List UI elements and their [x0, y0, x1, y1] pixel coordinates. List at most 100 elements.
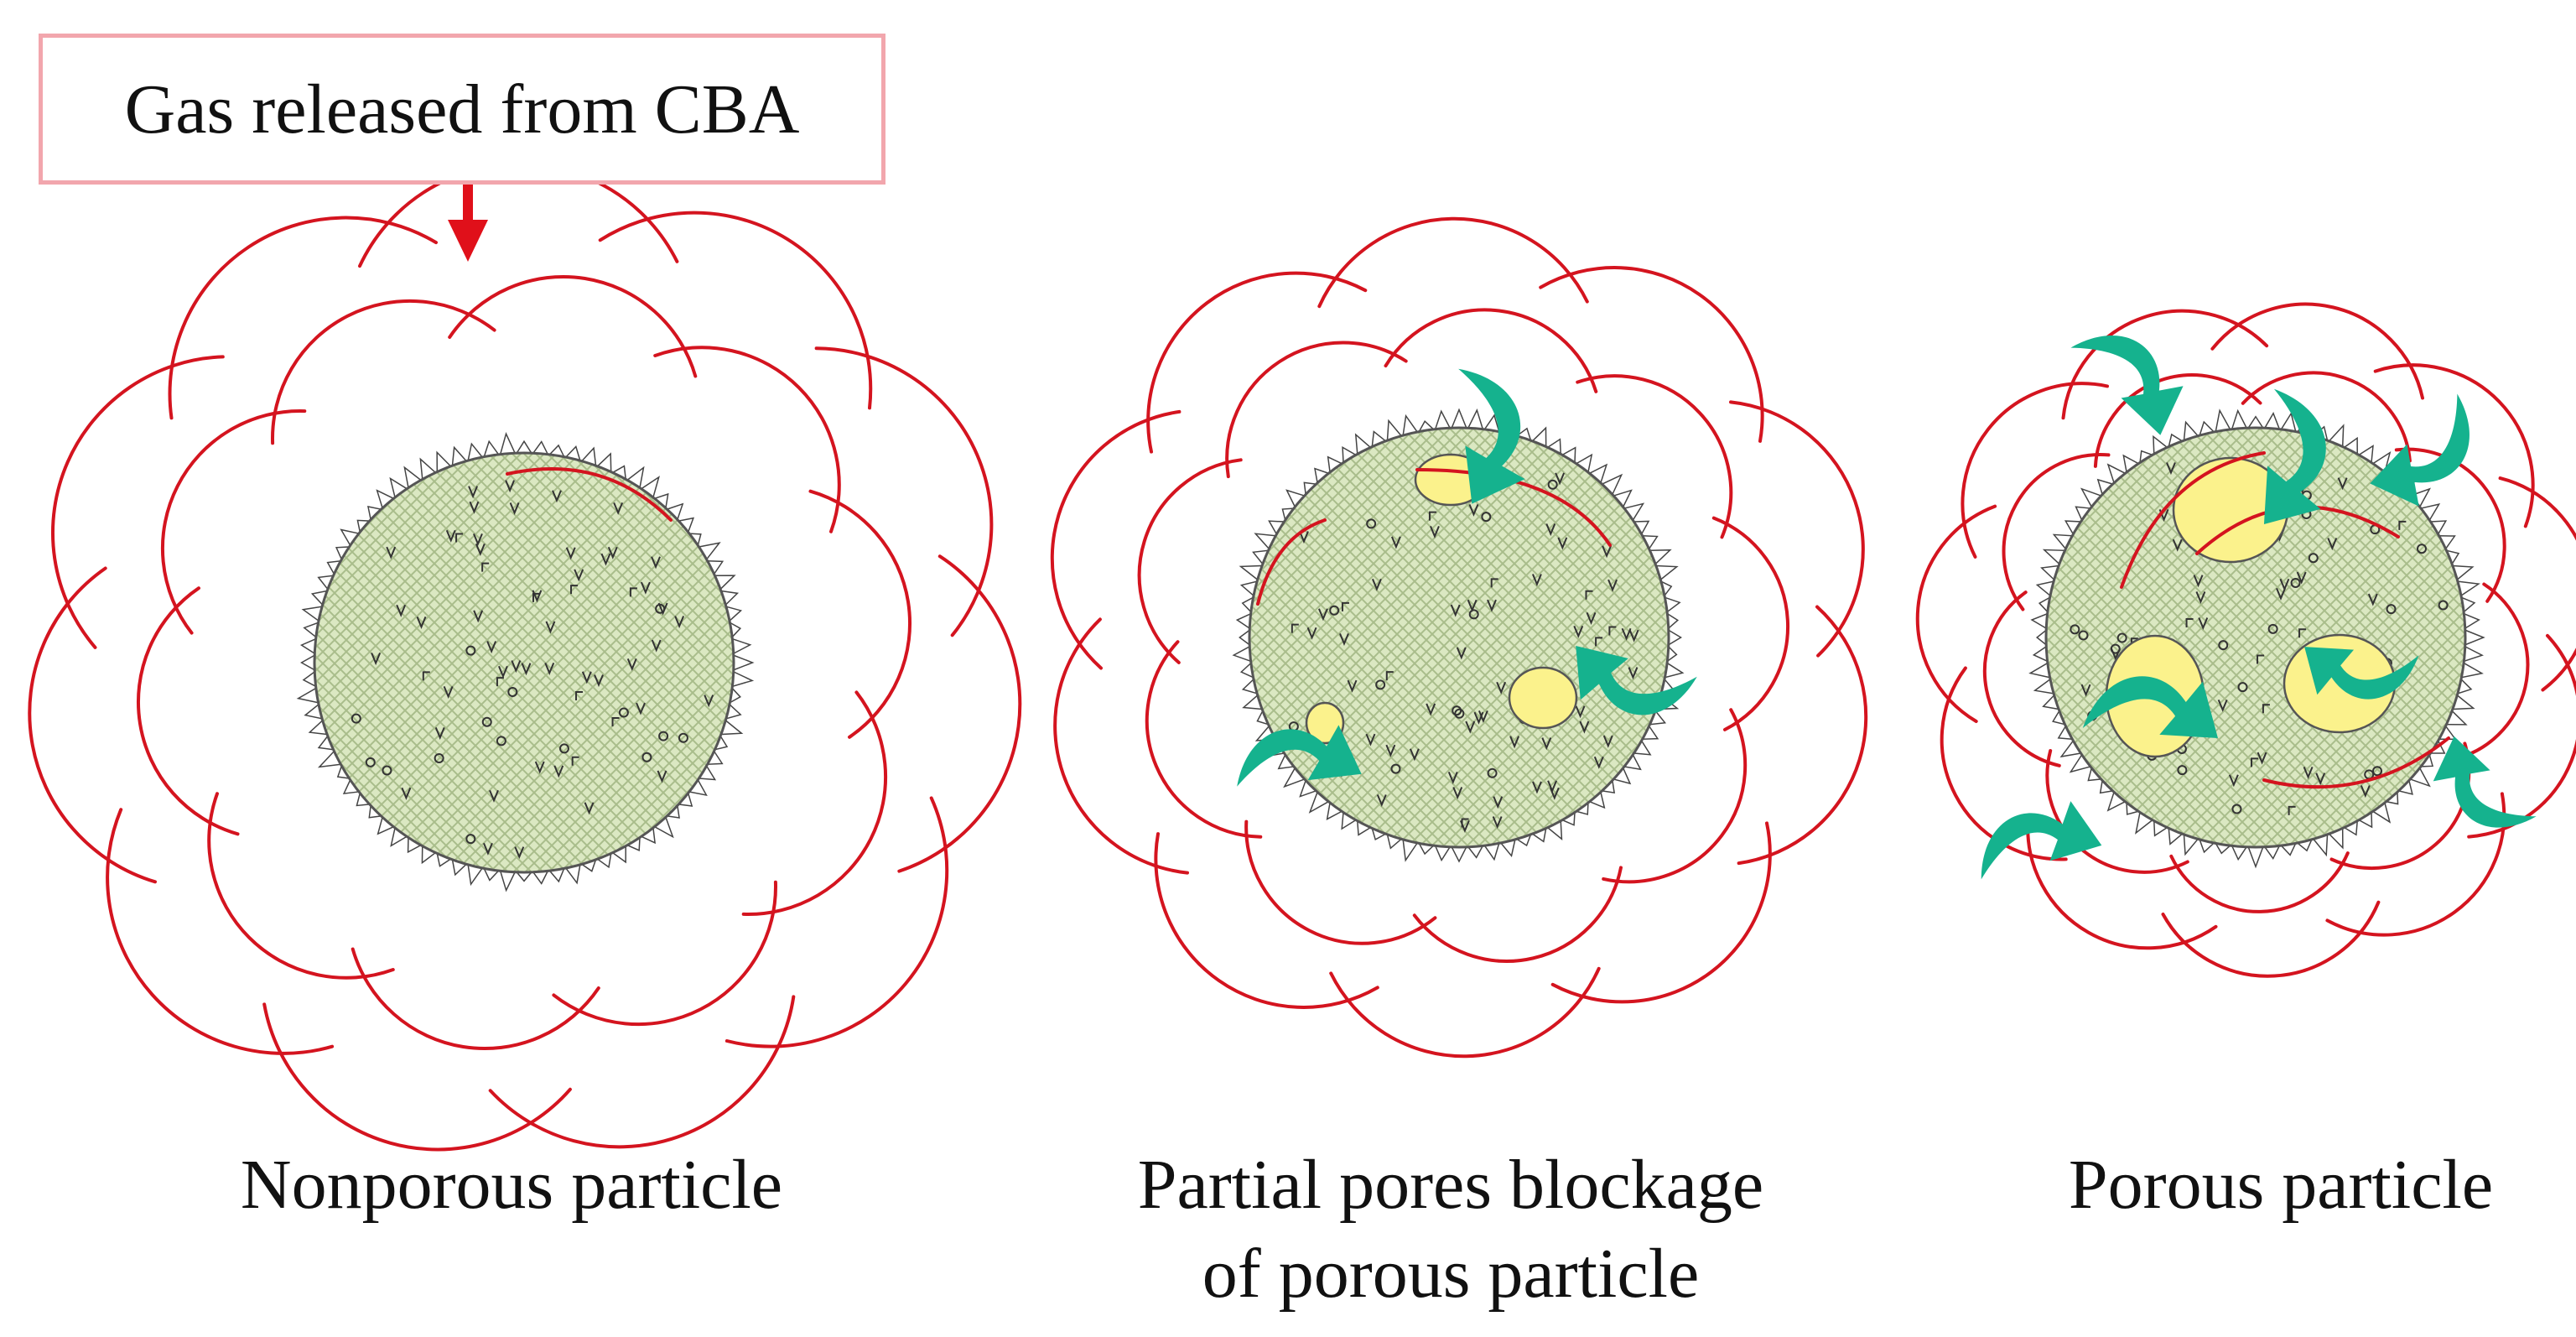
particle-mark	[1428, 511, 1436, 521]
particle-mark	[1341, 601, 1349, 611]
particle-mark	[489, 789, 499, 803]
caption-line: Partial pores blockage	[1137, 1146, 1764, 1224]
particle-spike	[1451, 408, 1467, 429]
particle-mark	[396, 604, 407, 617]
particle-mark	[1447, 771, 1458, 784]
particle-mark	[1375, 679, 1386, 690]
gas-line	[488, 995, 796, 1149]
particle-spike	[1434, 409, 1452, 430]
gas-line	[1737, 605, 1868, 866]
particle-mark	[416, 616, 427, 629]
gas-line	[136, 586, 240, 836]
caption-line: Nonporous particle	[240, 1146, 783, 1224]
particle-mark	[2111, 648, 2121, 661]
particle-mark	[473, 533, 483, 547]
gas-line	[2373, 363, 2535, 528]
particle-mark	[2372, 766, 2383, 777]
particle-mark	[468, 486, 478, 499]
curved-teal-arrow-icon	[2433, 736, 2537, 828]
particle-mark	[1468, 609, 1479, 620]
particle-spike	[1239, 628, 1250, 647]
particle-mark	[2398, 520, 2407, 530]
gas-line	[262, 1002, 572, 1152]
particle-marks	[1288, 472, 1639, 833]
particle-mark	[2250, 757, 2258, 767]
particle-mark	[1452, 787, 1463, 800]
gas-line	[2241, 371, 2412, 463]
gas-line-inner	[2120, 451, 2266, 589]
panel-partial-blockage	[1050, 216, 1868, 1059]
particle-mark	[2193, 575, 2204, 588]
particle-mark	[1390, 536, 1401, 549]
particle-mark	[521, 663, 532, 676]
particle-mark	[514, 846, 525, 860]
particle-mark	[2185, 617, 2194, 627]
gas-line	[351, 947, 600, 1051]
gas-line	[2454, 582, 2530, 761]
gas-line	[28, 566, 157, 884]
particle-mark	[1390, 763, 1401, 774]
particle-mark	[704, 695, 714, 708]
particle-spike	[515, 440, 533, 454]
particle-mark	[1602, 735, 1613, 748]
particle-spike	[1668, 628, 1683, 647]
caption-line: of porous particle	[1202, 1235, 1700, 1313]
gas-line	[448, 274, 698, 378]
particle-mark	[1545, 523, 1556, 537]
particle-mark	[1585, 590, 1593, 600]
particle-mark	[1481, 512, 1492, 523]
curved-teal-arrow-icon	[2370, 393, 2470, 507]
callout-arrow	[448, 185, 488, 262]
particle-mark	[1490, 578, 1498, 588]
curved-teal-arrow-icon	[2304, 647, 2419, 700]
particle-mark	[1575, 705, 1586, 719]
particle-mark	[1487, 599, 1497, 612]
particle-mark	[1385, 671, 1394, 681]
particle-mark	[1593, 756, 1604, 769]
particle-mark	[2217, 699, 2228, 712]
particle-mark	[678, 732, 688, 743]
particle-mark	[607, 546, 618, 559]
particle-mark	[1579, 721, 1590, 734]
particle-mark	[1339, 633, 1349, 647]
particle-mark	[544, 662, 555, 675]
gas-line	[598, 211, 873, 410]
particle-mark	[534, 761, 545, 774]
particle-mark	[2262, 704, 2270, 714]
particle-mark	[2228, 774, 2239, 788]
curved-teal-arrow-icon	[1981, 801, 2102, 880]
particle-mark	[401, 787, 412, 800]
gas-line	[2498, 476, 2576, 692]
particle-mark	[483, 842, 493, 856]
particle-mark	[473, 610, 484, 623]
particle-spike	[1451, 846, 1467, 863]
particle-mark	[636, 702, 646, 715]
particle-mark	[386, 546, 397, 559]
particle-mark	[2198, 617, 2209, 631]
particle-mark	[2070, 624, 2080, 635]
particle-mark	[1385, 744, 1396, 757]
particle-spike	[733, 654, 755, 671]
particle-mark	[1306, 627, 1317, 640]
particle-mark	[2078, 630, 2089, 641]
particle-mark	[674, 616, 685, 629]
particle-mark	[1492, 816, 1503, 830]
particle-spike	[731, 637, 752, 655]
particle-mark	[2327, 538, 2338, 551]
particle-mark	[2172, 538, 2183, 552]
particle-mark	[1531, 574, 1542, 587]
particle-mark	[2417, 544, 2428, 554]
particle-mark	[496, 677, 504, 687]
particle-mark	[629, 587, 637, 597]
particle-mark	[1459, 819, 1470, 833]
particle-mark	[1547, 479, 1558, 490]
particle-spike	[300, 653, 315, 672]
particle-mark	[640, 581, 651, 595]
particle-spike	[2030, 612, 2049, 630]
particle-mark	[481, 716, 492, 727]
particle-mark	[1468, 503, 1479, 517]
particle-mark	[2303, 766, 2314, 779]
particle-mark	[2218, 640, 2229, 651]
gas-line	[2325, 792, 2506, 937]
particle-mark	[651, 639, 662, 653]
